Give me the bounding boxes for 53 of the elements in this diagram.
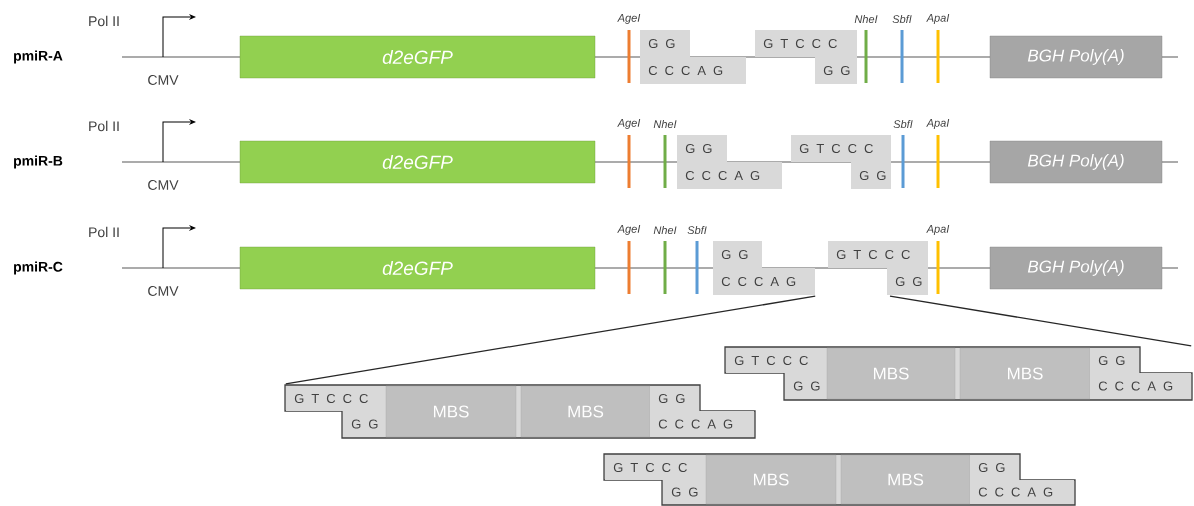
overhang-block: G G C C C A G — [970, 455, 1074, 504]
restriction-site: SbfI — [687, 225, 707, 294]
gene-box: d2eGFP — [239, 140, 596, 184]
construct-name: pmiR-B — [14, 155, 63, 169]
overhang-block: G T C C C G G — [828, 241, 928, 295]
gene-box: d2eGFP — [239, 246, 596, 290]
overhang-block: G G C C C A G — [677, 135, 782, 189]
overhang-block: G T C C C G G — [791, 135, 891, 189]
gene-box: BGH Poly(A) — [989, 140, 1163, 184]
restriction-site: SbfI — [893, 119, 913, 188]
binding-site-box: MBS — [705, 454, 837, 505]
overhang-block: G G C C C A G — [1090, 348, 1191, 399]
binding-site-box: MBS — [959, 347, 1091, 400]
node-label: G T C C C — [734, 355, 808, 366]
node-label: G T C C C — [294, 393, 368, 404]
node-label: G G — [671, 487, 698, 497]
gene-box: BGH Poly(A) — [989, 246, 1163, 290]
restriction-site: AgeI — [617, 119, 641, 188]
gene-box: BGH Poly(A) — [989, 35, 1163, 79]
overhang-block: G G C C C A G — [640, 30, 746, 84]
binding-site-box: MBS — [840, 454, 971, 505]
overhang-block: G T C C C G G — [755, 30, 857, 84]
zoom-line — [889, 295, 1192, 347]
restriction-site: ApaI — [926, 14, 950, 83]
binding-site-box: MBS — [385, 385, 517, 438]
node-label: G G — [793, 381, 820, 391]
overhang-block: G G C C C A G — [650, 386, 754, 437]
promoter-label: CMV — [148, 180, 179, 190]
overhang-block: G T C C C G G — [605, 455, 706, 504]
promoter-label: CMV — [148, 75, 179, 85]
restriction-site: AgeI — [617, 14, 641, 83]
restriction-site: AgeI — [617, 225, 641, 294]
binding-site-box: MBS — [520, 385, 651, 438]
restriction-site: NheI — [653, 119, 677, 188]
gene-box: d2eGFP — [239, 35, 596, 79]
promoter-label: Pol II — [89, 15, 119, 27]
restriction-site: SbfI — [892, 14, 912, 83]
promoter-label: CMV — [148, 286, 179, 296]
overhang-block: G T C C C G G — [726, 348, 827, 399]
restriction-site: NheI — [854, 14, 878, 83]
construct-name: pmiR-A — [14, 50, 63, 64]
promoter-label: Pol II — [89, 120, 119, 132]
restriction-site: ApaI — [926, 225, 950, 294]
overhang-block: G G C C C A G — [713, 241, 815, 295]
restriction-site: NheI — [653, 225, 677, 294]
node-label: G T C C C — [613, 462, 687, 473]
restriction-site: ApaI — [926, 119, 950, 188]
promoter-label: Pol II — [89, 226, 119, 238]
zoom-line — [285, 295, 816, 385]
construct-name: pmiR-C — [14, 261, 63, 275]
overhang-block: G T C C C G G — [286, 386, 386, 437]
binding-site-box: MBS — [826, 347, 956, 400]
node-label: G G — [351, 419, 378, 429]
